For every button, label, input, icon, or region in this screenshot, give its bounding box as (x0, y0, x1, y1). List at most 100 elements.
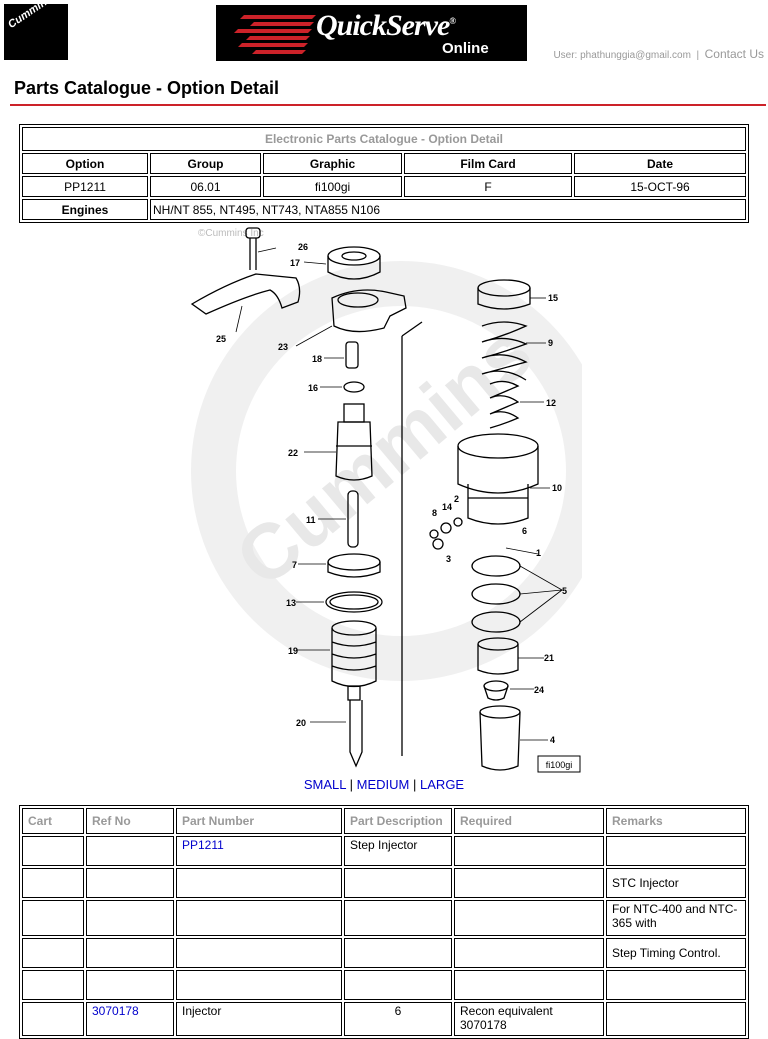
right-parts (401, 279, 539, 771)
remarks-cell: STC Injector (606, 868, 746, 898)
remarks-cell (606, 970, 746, 1000)
graphic-value: fi100gi (263, 176, 402, 197)
part-description-cell (344, 938, 452, 968)
ref-no-header: Ref No (86, 808, 174, 834)
date-value: 15-OCT-96 (574, 176, 746, 197)
svg-text:10: 10 (552, 483, 562, 493)
part-number-cell: PP1211 (176, 836, 342, 866)
page-title: Parts Catalogue - Option Detail (14, 78, 280, 98)
option-value: PP1211 (22, 176, 148, 197)
left-parts (190, 227, 407, 768)
banner-title: QuickServe® (316, 9, 456, 42)
part-number-header: Part Number (176, 808, 342, 834)
svg-text:20: 20 (296, 718, 306, 728)
option-detail-table: Electronic Parts Catalogue - Option Deta… (19, 124, 749, 223)
ref-no-cell (86, 836, 174, 866)
table-row: PP1211 Step Injector (22, 836, 746, 866)
remarks-cell: Step Timing Control. (606, 938, 746, 968)
callout-labels: 26 17 25 23 18 16 22 11 7 13 19 20 15 9 … (216, 242, 567, 745)
svg-text:7: 7 (292, 560, 297, 570)
part-number-cell (176, 868, 342, 898)
svg-text:24: 24 (534, 685, 544, 695)
svg-text:22: 22 (288, 448, 298, 458)
ref-no-cell (86, 970, 174, 1000)
user-info: User: phathunggia@gmail.com | Contact Us (553, 47, 764, 61)
part-description-cell: Step Injector (344, 836, 452, 866)
graphic-id-box: fi100gi (537, 755, 581, 773)
speed-lines-icon (234, 15, 316, 54)
svg-text:12: 12 (546, 398, 556, 408)
remarks-cell (606, 836, 746, 866)
required-header: Required (454, 808, 604, 834)
film-card-header: Film Card (404, 153, 572, 174)
ref-no-cell (86, 938, 174, 968)
cart-cell[interactable] (22, 1002, 84, 1036)
svg-text:2: 2 (454, 494, 459, 504)
svg-text:11: 11 (306, 515, 316, 525)
size-separator: | (349, 777, 354, 792)
size-medium-link[interactable]: MEDIUM (356, 777, 410, 792)
part-description-cell (344, 970, 452, 1000)
required-cell (454, 900, 604, 936)
svg-text:21: 21 (544, 653, 554, 663)
cummins-logo[interactable]: Cummins (4, 4, 68, 60)
part-number-cell (176, 900, 342, 936)
ref-no-cell (86, 900, 174, 936)
part-number-link[interactable]: PP1211 (182, 838, 224, 852)
contact-us-link[interactable]: Contact Us (704, 47, 764, 61)
user-label: User: (553, 50, 578, 61)
table-row (22, 970, 746, 1000)
header-separator: | (696, 50, 700, 61)
svg-text:1: 1 (536, 548, 541, 558)
date-header: Date (574, 153, 746, 174)
svg-text:25: 25 (216, 334, 226, 344)
cart-cell[interactable] (22, 970, 84, 1000)
cart-cell[interactable] (22, 900, 84, 936)
image-size-links: SMALL | MEDIUM | LARGE (0, 777, 768, 792)
table-row: STC Injector (22, 868, 746, 898)
cummins-watermark: Cummins ©Cummins Inc (191, 228, 582, 681)
diagram-watermark-text: ©Cummins Inc (198, 228, 264, 239)
option-table-caption: Electronic Parts Catalogue - Option Deta… (22, 127, 746, 151)
svg-text:19: 19 (288, 646, 298, 656)
parts-list-table: Cart Ref No Part Number Part Description… (19, 805, 749, 1039)
exploded-parts-diagram[interactable]: Cummins ©Cummins Inc (186, 226, 582, 776)
svg-text:4: 4 (550, 735, 555, 745)
required-cell (454, 868, 604, 898)
svg-text:17: 17 (290, 258, 300, 268)
engines-label: Engines (22, 199, 148, 220)
graphic-header: Graphic (263, 153, 402, 174)
quickserve-banner[interactable]: QuickServe® Online (216, 5, 527, 61)
part-description-cell (344, 900, 452, 936)
svg-text:5: 5 (562, 586, 567, 596)
svg-text:8: 8 (432, 508, 437, 518)
ref-no-link[interactable]: 3070178 (92, 1004, 139, 1018)
svg-text:26: 26 (298, 242, 308, 252)
svg-text:18: 18 (312, 354, 322, 364)
svg-text:13: 13 (286, 598, 296, 608)
table-row: For NTC-400 and NTC-365 with (22, 900, 746, 936)
banner-subtitle: Online (442, 40, 489, 57)
svg-text:9: 9 (548, 338, 553, 348)
svg-text:6: 6 (522, 526, 527, 536)
part-number-cell: Injector (176, 1002, 342, 1036)
header: Cummins QuickServe® Online User: phathun… (0, 0, 768, 64)
group-value: 06.01 (150, 176, 261, 197)
cart-cell[interactable] (22, 938, 84, 968)
svg-text:23: 23 (278, 342, 288, 352)
cummins-logo-text: Cummins (6, 4, 55, 31)
cart-cell[interactable] (22, 868, 84, 898)
svg-text:3: 3 (446, 554, 451, 564)
size-large-link[interactable]: LARGE (420, 777, 465, 792)
svg-text:16: 16 (308, 383, 318, 393)
option-header: Option (22, 153, 148, 174)
size-small-link[interactable]: SMALL (303, 777, 347, 792)
part-number-cell (176, 938, 342, 968)
table-row: Step Timing Control. (22, 938, 746, 968)
required-cell: Recon equivalent 3070178 (454, 1002, 604, 1036)
cart-cell[interactable] (22, 836, 84, 866)
user-email: phathunggia@gmail.com (580, 50, 691, 61)
required-cell (454, 938, 604, 968)
svg-text:14: 14 (442, 502, 452, 512)
size-separator: | (413, 777, 417, 792)
